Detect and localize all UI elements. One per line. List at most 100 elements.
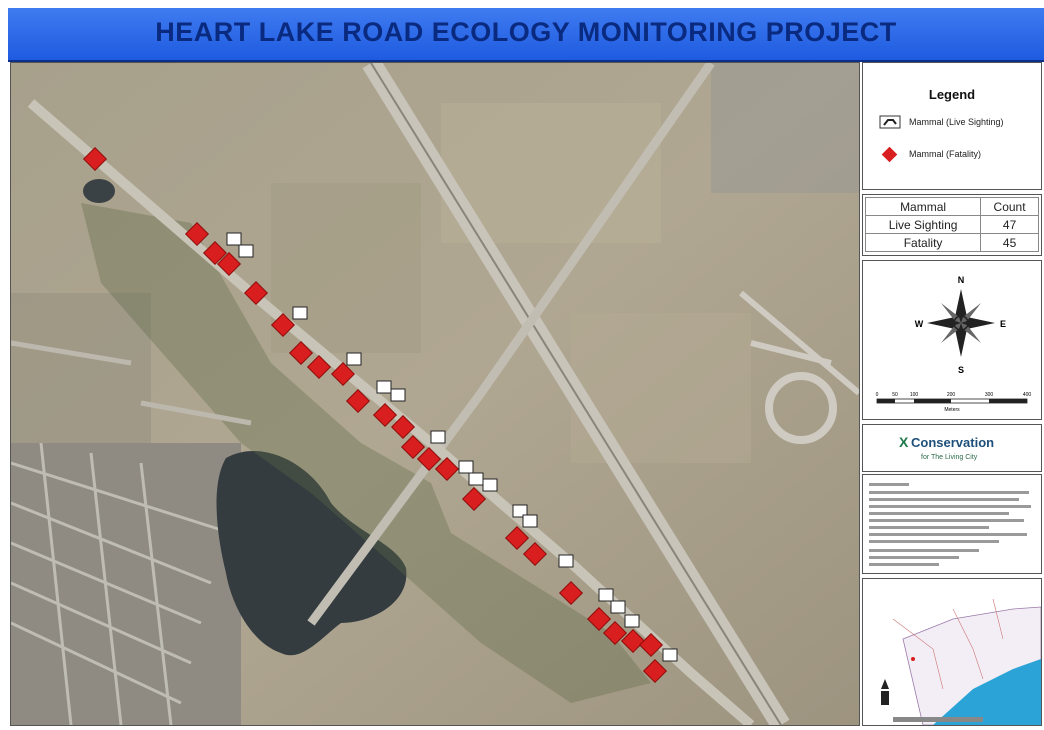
note-line — [869, 498, 1019, 501]
fatality-marker[interactable] — [202, 240, 228, 266]
fatality-marker[interactable] — [184, 221, 210, 247]
note-line — [869, 526, 989, 529]
fatality-marker[interactable] — [243, 280, 269, 306]
scale-tick: 100 — [910, 392, 919, 398]
live-sighting-marker[interactable] — [662, 648, 678, 662]
legend-item-live-sighting: Mammal (Live Sighting) — [879, 115, 1004, 131]
count-value: 47 — [980, 215, 1039, 234]
fatality-marker[interactable] — [504, 525, 530, 551]
count-value: 45 — [980, 233, 1039, 252]
scale-tick: 300 — [985, 392, 994, 398]
live-sighting-marker[interactable] — [376, 380, 392, 394]
live-sighting-marker[interactable] — [468, 472, 484, 486]
fatality-marker[interactable] — [602, 620, 628, 646]
fatality-marker[interactable] — [82, 146, 108, 172]
live-sighting-marker[interactable] — [292, 306, 308, 320]
legend-panel: Legend Mammal (Live Sighting) Mammal (Fa… — [862, 62, 1042, 190]
inset-map — [863, 579, 1042, 726]
pond — [83, 179, 115, 203]
aerial-map[interactable] — [10, 62, 860, 726]
map-title: HEART LAKE ROAD ECOLOGY MONITORING PROJE… — [155, 17, 897, 47]
note-line — [869, 549, 979, 552]
live-sighting-marker[interactable] — [558, 554, 574, 568]
note-line — [869, 533, 1027, 536]
fatality-marker[interactable] — [288, 340, 314, 366]
count-header-mammal: Mammal — [864, 197, 982, 216]
note-line — [869, 512, 1009, 515]
highway-median — [370, 63, 782, 725]
subdivision-roads — [739, 290, 859, 396]
fatality-marker[interactable] — [586, 606, 612, 632]
red-diamond-icon — [881, 146, 898, 163]
live-sighting-marker[interactable] — [346, 352, 362, 366]
live-sighting-marker[interactable] — [512, 504, 528, 518]
fatality-marker[interactable] — [345, 388, 371, 414]
fatality-marker[interactable] — [558, 580, 584, 606]
live-sighting-markers — [226, 232, 678, 662]
fatality-marker[interactable] — [330, 361, 356, 387]
residential-streets — [11, 442, 232, 725]
count-label: Live Sighting — [864, 215, 982, 234]
fatality-marker[interactable] — [416, 446, 442, 472]
note-line — [869, 540, 999, 543]
scale-unit: Meters — [944, 407, 960, 413]
housing-top-right — [711, 63, 859, 193]
fatality-markers — [82, 146, 668, 684]
lake-ontario — [933, 659, 1041, 725]
compass-s: S — [958, 365, 964, 375]
fatality-marker[interactable] — [216, 251, 242, 277]
animal-icon — [879, 115, 901, 129]
scale-tick: 200 — [947, 392, 956, 398]
live-sighting-marker[interactable] — [226, 232, 242, 246]
legend-label-fatality: Mammal (Fatality) — [909, 149, 982, 159]
fatality-marker[interactable] — [461, 486, 487, 512]
logo-text: Conservation — [911, 435, 994, 450]
fatality-marker[interactable] — [642, 658, 668, 684]
fatality-marker[interactable] — [434, 456, 460, 482]
residential-area-upper — [11, 293, 151, 443]
live-sighting-marker[interactable] — [458, 460, 474, 474]
compass-e: E — [1000, 319, 1006, 329]
count-table: Mammal Count Live Sighting 47 Fatality 4… — [864, 197, 1039, 252]
compass-panel: N S E W 0 50 100 200 300 400 Meters — [862, 260, 1042, 420]
live-sighting-marker[interactable] — [390, 388, 406, 402]
logo-subtext: for The Living City — [921, 454, 978, 461]
heart-lake — [216, 450, 407, 656]
scale-tick: 400 — [1023, 392, 1032, 398]
map-sidebar: Legend Mammal (Live Sighting) Mammal (Fa… — [862, 62, 1044, 726]
roundabout — [765, 372, 837, 444]
note-line — [869, 491, 1029, 494]
live-sighting-marker[interactable] — [522, 514, 538, 528]
aerial-map-canvas — [11, 63, 859, 725]
note-line — [869, 505, 1031, 508]
logo-panel: X Conservation for The Living City — [862, 424, 1042, 472]
note-line — [869, 556, 959, 559]
fatality-marker[interactable] — [270, 312, 296, 338]
legend-title: Legend — [928, 87, 976, 102]
notes-panel — [862, 474, 1042, 574]
fatality-marker[interactable] — [620, 628, 646, 654]
fatality-marker[interactable] — [522, 541, 548, 567]
compass-w: W — [915, 319, 924, 329]
fatality-marker[interactable] — [306, 354, 332, 380]
live-sighting-marker[interactable] — [430, 430, 446, 444]
count-row-fatality: Fatality 45 — [864, 233, 1039, 252]
fatality-marker[interactable] — [372, 402, 398, 428]
note-line — [869, 483, 909, 486]
cross-road — [307, 63, 715, 626]
conservation-logo: X Conservation for The Living City — [899, 434, 994, 461]
fatality-marker[interactable] — [390, 414, 416, 440]
scale-bar: 0 50 100 200 300 400 Meters — [876, 392, 1032, 413]
live-sighting-marker[interactable] — [238, 244, 254, 258]
fatality-marker[interactable] — [400, 434, 426, 460]
live-sighting-marker[interactable] — [610, 600, 626, 614]
legend-label-live-sighting: Mammal (Live Sighting) — [909, 117, 1004, 127]
live-sighting-marker[interactable] — [598, 588, 614, 602]
note-line — [869, 563, 939, 566]
live-sighting-marker[interactable] — [482, 478, 498, 492]
svg-text:X: X — [899, 434, 909, 450]
compass-n: N — [958, 275, 965, 285]
count-row-live-sighting: Live Sighting 47 — [864, 215, 1039, 234]
live-sighting-marker[interactable] — [624, 614, 640, 628]
fatality-marker[interactable] — [638, 632, 664, 658]
